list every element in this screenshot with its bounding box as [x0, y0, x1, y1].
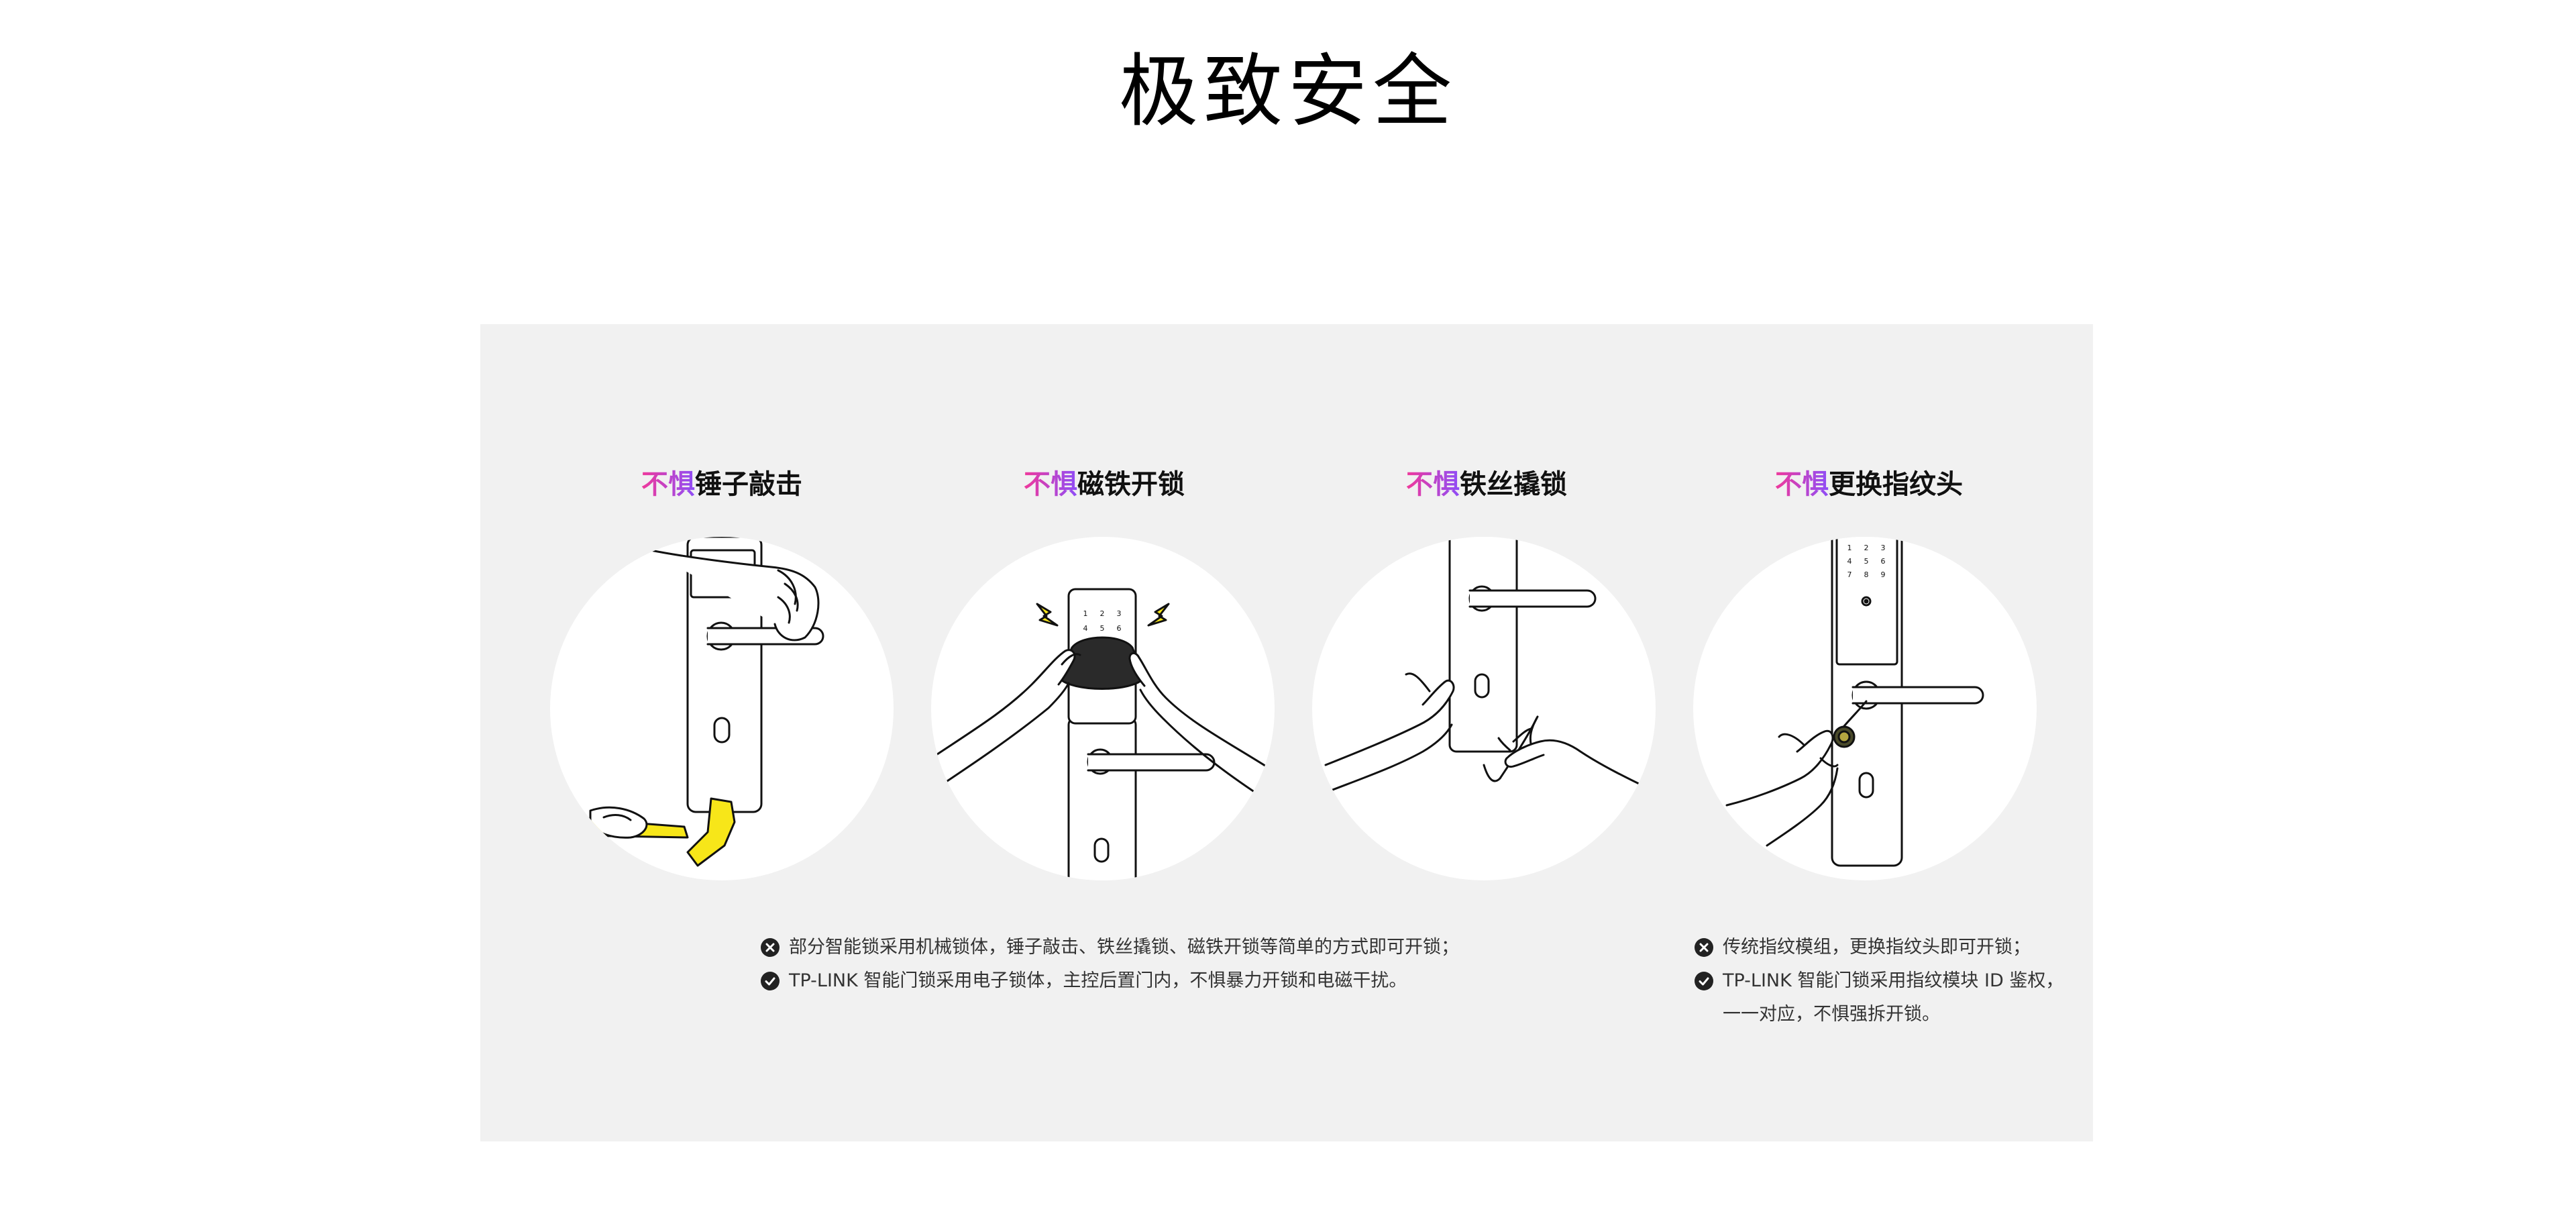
- check-circle-icon: [761, 972, 780, 990]
- feature-title-wire: 不惧铁丝撬锁: [1406, 469, 1567, 500]
- feature-title-hammer: 不惧锤子敲击: [641, 469, 802, 500]
- svg-text:2: 2: [1100, 609, 1105, 618]
- note-check-continued: 一一对应，不惧强拆开锁。: [1723, 1004, 1940, 1025]
- notes-right: 传统指纹模组，更换指纹头即可开锁； TP-LINK 智能门锁采用指纹模块 ID …: [1695, 931, 2063, 1031]
- svg-text:8: 8: [1864, 570, 1869, 579]
- lightning-icon: [1147, 603, 1170, 627]
- svg-text:3: 3: [1117, 609, 1122, 618]
- feature-title-magnet: 不惧磁铁开锁: [1024, 469, 1185, 500]
- svg-text:7: 7: [1847, 570, 1852, 579]
- svg-text:2: 2: [1864, 544, 1869, 552]
- svg-text:1: 1: [1847, 544, 1852, 552]
- notes-left: 部分智能锁采用机械锁体，锤子敲击、铁丝撬锁、磁铁开锁等简单的方式即可开锁； TP…: [761, 931, 1459, 998]
- check-circle-icon: [1695, 972, 1713, 990]
- lightning-icon: [1036, 603, 1059, 627]
- illustration-wire: [1312, 537, 1656, 880]
- svg-text:9: 9: [1881, 570, 1886, 579]
- note-check: TP-LINK 智能门锁采用电子锁体，主控后置门内，不惧暴力开锁和电磁干扰。: [761, 964, 1459, 998]
- svg-text:3: 3: [1881, 544, 1886, 552]
- svg-text:5: 5: [1864, 557, 1869, 566]
- note-cross: 传统指纹模组，更换指纹头即可开锁；: [1695, 931, 2063, 964]
- note-check: TP-LINK 智能门锁采用指纹模块 ID 鉴权，: [1695, 964, 2063, 998]
- svg-text:4: 4: [1083, 624, 1088, 633]
- note-cross: 部分智能锁采用机械锁体，锤子敲击、铁丝撬锁、磁铁开锁等简单的方式即可开锁；: [761, 931, 1459, 964]
- illustration-hammer: [550, 537, 894, 880]
- page-title: 极致安全: [1118, 45, 1457, 138]
- illustration-magnet: 1 2 3 4 5 6: [931, 537, 1275, 880]
- svg-text:4: 4: [1847, 557, 1852, 566]
- svg-text:6: 6: [1117, 624, 1122, 633]
- svg-text:1: 1: [1083, 609, 1088, 618]
- cross-circle-icon: [761, 938, 780, 957]
- illustration-fingerprint: 1 2 3 4 5 6 7 8 9: [1693, 537, 2037, 880]
- svg-text:5: 5: [1100, 624, 1105, 633]
- keypad-keys: 1 2 3 4 5 6: [1083, 609, 1122, 633]
- feature-title-fingerprint: 不惧更换指纹头: [1775, 469, 1963, 500]
- svg-text:6: 6: [1881, 557, 1886, 566]
- cross-circle-icon: [1695, 938, 1713, 957]
